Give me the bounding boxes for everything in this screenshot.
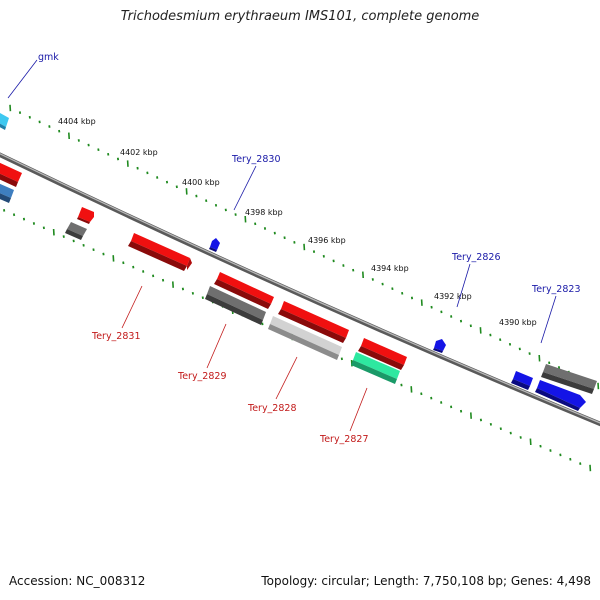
kbp-label-4400: 4400 kbp [182,178,220,187]
genome-summary-text: Topology: circular; Length: 7,750,108 bp… [261,574,591,588]
gene-label-tery-2830[interactable]: Tery_2830 [231,154,281,165]
gene-tery-2823-blue[interactable] [535,380,586,411]
kbp-label-4404: 4404 kbp [58,117,96,126]
gene-tery-2827-teal[interactable] [351,352,400,384]
gene-tery-2829-red[interactable] [214,272,274,309]
gene-label-tery-2829[interactable]: Tery_2829 [177,371,227,382]
gene-label-tery-2823[interactable]: Tery_2823 [531,284,581,295]
gene-label-tery-2827[interactable]: Tery_2827 [319,434,369,445]
gene-tery-2827-red[interactable] [358,338,407,370]
gene-label-gmk[interactable]: gmk [38,52,59,63]
kbp-label-4390: 4390 kbp [499,318,537,327]
gene-tery-2828-red[interactable] [278,301,349,343]
gene-tery-2830[interactable] [209,238,220,252]
gene-tery-2828-lightgrey[interactable] [268,316,342,360]
gene-features [0,113,597,411]
kbp-label-4394: 4394 kbp [371,264,409,273]
gene-grey-small[interactable] [65,222,87,240]
map-title: Trichodesmium erythraeum IMS101, complet… [120,9,480,24]
leader-lines-top [7,59,557,344]
gene-blue-small-right[interactable] [511,371,533,390]
kbp-label-4398: 4398 kbp [245,208,283,217]
gene-labels-top: gmk Tery_2830 Tery_2826 Tery_2823 [38,52,581,295]
gene-labels-bottom: Tery_2831 Tery_2829 Tery_2828 Tery_2827 [91,331,369,445]
gene-label-tery-2826[interactable]: Tery_2826 [451,252,501,263]
gene-red-small[interactable] [77,207,94,224]
kbp-label-4392: 4392 kbp [434,292,472,301]
kbp-label-4396: 4396 kbp [308,236,346,245]
gene-tery-2829-grey[interactable] [205,286,266,325]
gene-cyan-gmk[interactable] [0,113,9,130]
gene-label-tery-2828[interactable]: Tery_2828 [247,403,297,414]
kbp-label-4402: 4402 kbp [120,148,158,157]
gene-red-left[interactable] [0,162,22,187]
accession-text: Accession: NC_008312 [9,574,146,588]
kbp-labels: 4404 kbp 4402 kbp 4400 kbp 4398 kbp 4396… [58,117,537,327]
upper-scale-track [9,104,600,390]
gene-steel-left[interactable] [0,183,14,203]
genome-backbone [0,152,600,427]
gene-tery-2826[interactable] [433,339,446,353]
leader-lines-bottom [121,285,368,432]
gene-label-tery-2831[interactable]: Tery_2831 [91,331,141,342]
gene-tery-2823-grey[interactable] [541,364,597,394]
genome-backbone-highlight [0,153,600,424]
gene-tery-2831[interactable] [128,233,192,271]
